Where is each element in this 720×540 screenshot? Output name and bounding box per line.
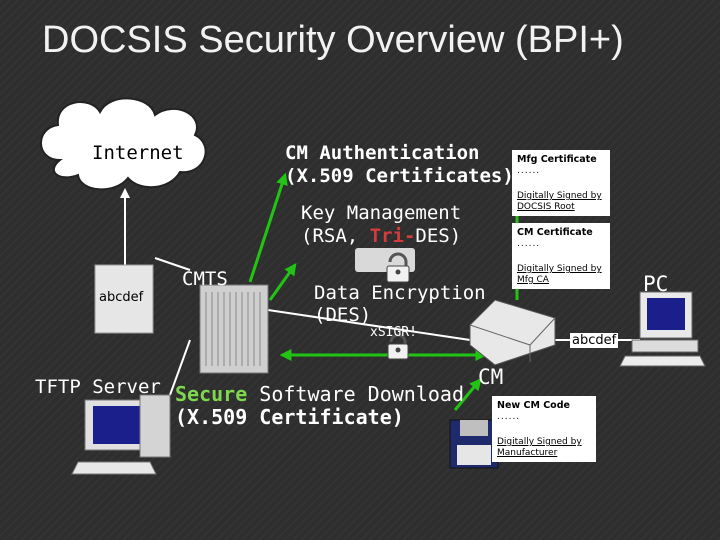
tftp-server-label: TFTP Server <box>35 376 161 398</box>
cm-cert-title: CM Certificate <box>517 227 593 238</box>
cmts-rack-icon <box>199 284 269 374</box>
server-icon <box>94 264 154 334</box>
abcdef-right-label: abcdef <box>570 333 619 348</box>
cm-auth-line1: CM Authentication <box>285 142 480 164</box>
new-cm-code-signed: Digitally Signed by Manufacturer <box>497 437 582 458</box>
mfg-certificate-box: Mfg Certificate ...... Digitally Signed … <box>512 150 610 216</box>
new-cm-code-dots: ...... <box>497 412 521 422</box>
internet-cloud-icon <box>40 97 207 191</box>
pc-label: PC <box>643 272 669 296</box>
auth-arrow <box>248 172 288 283</box>
key-mgmt-line2: (RSA, Tri-DES) <box>301 225 462 247</box>
cm-cert-dots: ...... <box>517 239 541 249</box>
new-cm-code-box: New CM Code ...... Digitally Signed by M… <box>492 396 596 462</box>
mfg-cert-signed: Digitally Signed by DOCSIS Root <box>517 191 602 212</box>
padlock-icon <box>387 333 409 360</box>
key-mgmt-line1: Key Management <box>301 202 462 224</box>
cmts-label: CMTS <box>182 268 228 290</box>
new-cm-code-title: New CM Code <box>497 400 570 411</box>
software-download-line2: (X.509 Certificate) <box>175 405 404 429</box>
cm-certificate-box: CM Certificate ...... Digitally Signed b… <box>512 223 610 289</box>
cm-auth-line2: (X.509 Certificates) <box>285 165 514 187</box>
cable-modem-icon <box>469 299 556 366</box>
mfg-cert-title: Mfg Certificate <box>517 154 597 165</box>
mfg-cert-dots: ...... <box>517 166 541 176</box>
scrambled-data-label: xSIGR! <box>370 325 417 340</box>
padlock-icon <box>355 248 415 283</box>
pc-icon <box>619 291 706 367</box>
software-download-line1: Secure Software Download <box>175 382 464 406</box>
cmts-feed-line <box>154 257 191 271</box>
tftp-server-pc-icon <box>71 394 171 475</box>
floppy-disk-icon <box>449 419 499 469</box>
cm-cert-signed: Digitally Signed by Mfg CA <box>517 264 602 285</box>
cmts-to-tftp-line <box>169 339 191 396</box>
data-enc-line2: (DES) <box>314 304 372 326</box>
page-title: DOCSIS Security Overview (BPI+) <box>42 19 624 61</box>
data-enc-line1: Data Encryption <box>314 282 486 304</box>
cmts-to-cm-line <box>267 309 471 341</box>
abcdef-left-label: abcdef <box>99 290 144 305</box>
cm-label: CM <box>478 365 504 389</box>
keymgmt-arrow <box>268 263 297 301</box>
download-arrow <box>453 378 482 411</box>
internet-label: Internet <box>92 142 184 164</box>
